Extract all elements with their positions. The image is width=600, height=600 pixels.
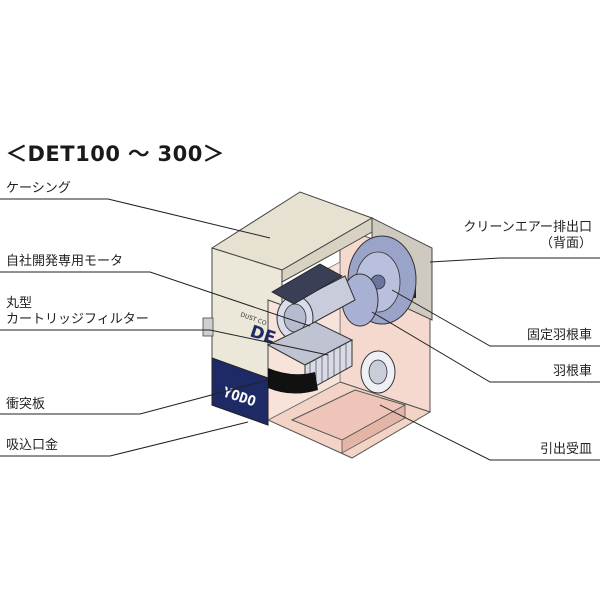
filter-top-slot xyxy=(271,263,343,305)
leader-motor xyxy=(0,271,311,327)
label-drawer-tray: 引出受皿 xyxy=(539,442,592,457)
leader-fixed-impeller xyxy=(391,289,600,347)
label-impeller: 羽根車 xyxy=(552,364,592,379)
leader-casing xyxy=(0,198,271,239)
baffle-plate-shape xyxy=(268,368,318,394)
label-exhaust-line1: クリーンエアー排出口 xyxy=(463,220,592,235)
casing-navy-band xyxy=(211,357,269,426)
label-filter-line2: カートリッジフィルター xyxy=(6,312,149,327)
dust-collector-illustration xyxy=(202,191,433,459)
casing-side-upper xyxy=(281,217,373,283)
label-casing: ケーシング xyxy=(6,181,71,196)
leader-exhaust xyxy=(429,257,600,263)
label-filter-line1: 丸型 xyxy=(6,296,33,311)
label-baffle: 衝突板 xyxy=(6,397,46,412)
page-title: ＜DET100 ～ 300＞ xyxy=(6,142,225,166)
cartridge-filter-shape xyxy=(266,321,396,394)
label-inlet: 吸込口金 xyxy=(6,438,59,453)
label-motor: 自社開発専用モータ xyxy=(6,254,124,269)
leader-baffle xyxy=(0,379,269,415)
label-fixed-impeller: 固定羽根車 xyxy=(526,328,592,343)
label-exhaust-line2: （背面） xyxy=(539,236,592,251)
leader-impeller xyxy=(371,311,600,383)
leader-inlet xyxy=(0,421,249,457)
leader-drawer xyxy=(379,404,600,461)
inlet-fitting-shape xyxy=(202,317,214,337)
leader-lines xyxy=(0,198,600,461)
leader-filter xyxy=(0,329,329,356)
